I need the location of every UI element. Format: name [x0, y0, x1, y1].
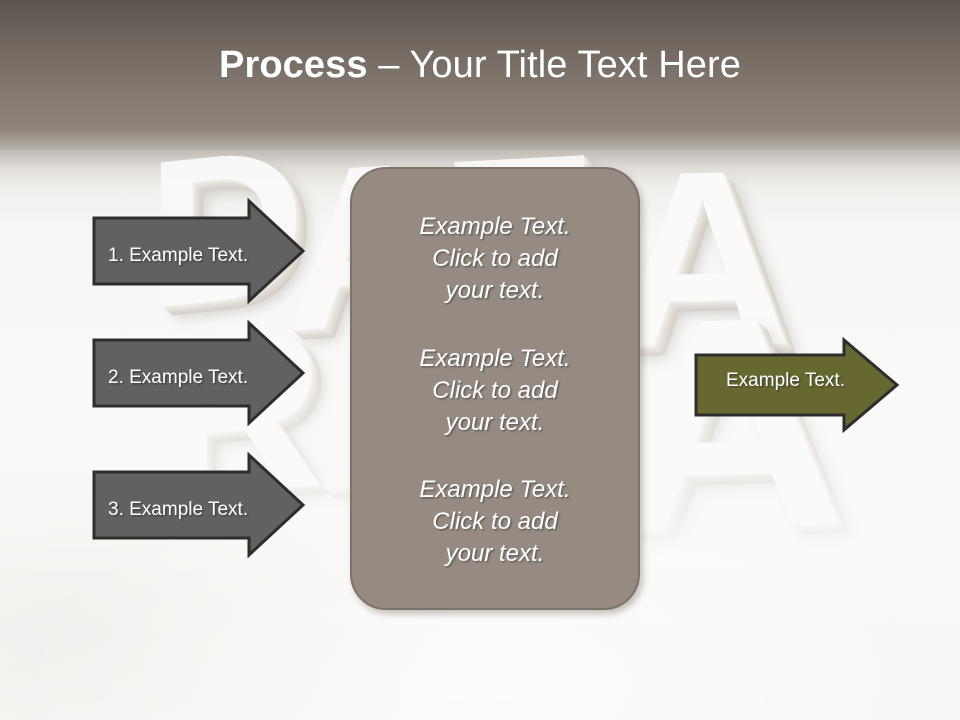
slide-title-rest: – Your Title Text Here — [367, 44, 741, 86]
process-output-arrow-label: Example Text. — [726, 370, 845, 391]
center-block-1-line-1: Example Text. — [419, 213, 571, 240]
center-content-panel[interactable]: Example Text. Click to add your text. Ex… — [350, 167, 640, 610]
center-block-3-line-1: Example Text. — [419, 476, 571, 504]
slide-title: Process – Your Title Text Here — [0, 44, 960, 87]
process-step-arrow-3-label: 3. Example Text. — [108, 499, 249, 520]
center-text-block-3[interactable]: Example Text. Click to add your text. — [381, 474, 609, 570]
center-block-3-line-2: Click to add — [432, 508, 558, 536]
process-step-arrow-2[interactable]: 2. Example Text. — [92, 320, 306, 426]
right-arrow-icon — [92, 452, 306, 558]
center-block-2-line-3: your text. — [445, 408, 545, 436]
right-arrow-icon — [92, 198, 306, 304]
center-block-1-line-2: Click to add — [432, 244, 558, 272]
process-step-arrow-2-label: 2. Example Text. — [108, 367, 249, 388]
center-block-1-line-3: your text. — [445, 276, 545, 304]
center-block-2-line-2: Click to add — [432, 376, 558, 404]
center-text-block-2[interactable]: Example Text. Click to add your text. — [381, 343, 609, 439]
center-block-3-line-3: your text. — [445, 540, 545, 568]
center-text-block-1[interactable]: Example Text. Click to add your text. — [381, 211, 609, 307]
process-step-arrow-1[interactable]: 1. Example Text. — [92, 198, 306, 304]
process-step-arrow-1-label: 1. Example Text. — [108, 245, 249, 266]
process-step-arrow-3[interactable]: 3. Example Text. — [92, 452, 306, 558]
process-output-arrow[interactable]: Example Text. — [694, 337, 900, 433]
right-arrow-icon — [92, 320, 306, 426]
center-block-2-line-1: Example Text. — [419, 344, 571, 372]
right-arrow-icon — [694, 337, 900, 433]
slide-title-bold: Process — [219, 44, 368, 86]
